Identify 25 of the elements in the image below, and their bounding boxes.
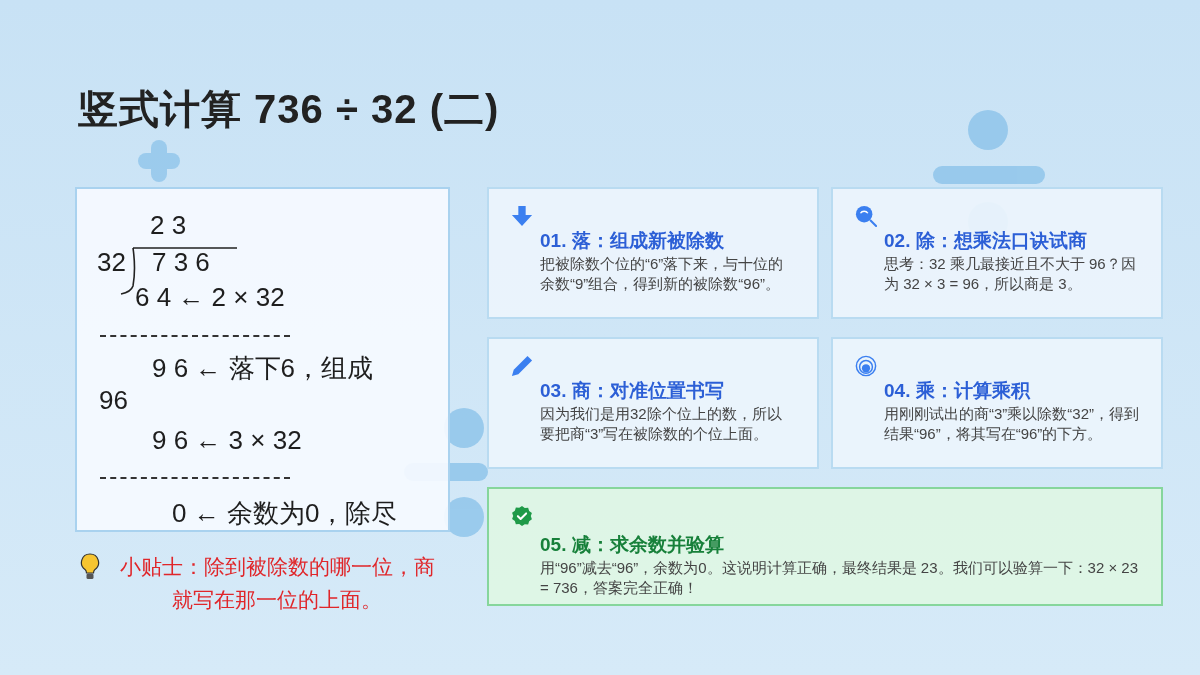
long-division-panel xyxy=(75,187,450,532)
step-card xyxy=(831,187,1163,319)
step-card xyxy=(487,187,819,319)
calculation-line: 0 ← 余数为0，除尽 xyxy=(172,497,398,529)
calculation-line: 6 4 ← 2 × 32 xyxy=(135,281,285,313)
calculation-line: 2 3 xyxy=(150,209,187,241)
card-body-text: 把被除数个位的“6”落下来，与十位的余数“9”组合，得到新的被除数“96”。 xyxy=(540,254,785,294)
calculation-line: 32 xyxy=(97,246,126,278)
calculation-line: 9 6 ← 3 × 32 xyxy=(152,424,302,456)
card-heading: 02. 除：想乘法口诀试商 xyxy=(884,229,1087,253)
card-body-text: 用刚刚试出的商“3”乘以除数“32”，得到结果“96”，将其写在“96”的下方。 xyxy=(884,404,1140,444)
card-body-text: 因为我们是用32除个位上的数，所以要把商“3”写在被除数的个位上面。 xyxy=(540,404,783,444)
card-heading: 03. 商：对准位置书写 xyxy=(540,379,724,403)
step-card xyxy=(487,487,1163,606)
card-heading: 04. 乘：计算乘积 xyxy=(884,379,1030,403)
card-body-text: 用“96”减去“96”，余数为0。这说明计算正确，最终结果是 23。我们可以验算一下：32 × 23 = 736，答案完全正确！ xyxy=(540,558,1139,598)
calculation-line: 9 6 ← 落下6，组成96 xyxy=(99,352,375,416)
step-card xyxy=(487,337,819,469)
card-body-text: 思考：32 乘几最接近且不大于 96？因为 32 × 3 = 96，所以商是 3。 xyxy=(884,254,1137,294)
tip-text: 小贴士：除到被除数的哪一位，商就写在那一位的上面。 xyxy=(118,554,436,613)
card-heading: 01. 落：组成新被除数 xyxy=(540,229,724,253)
step-card xyxy=(831,337,1163,469)
title: 竖式计算 736 ÷ 32 (二) xyxy=(78,86,500,133)
card-heading: 05. 减：求余数并验算 xyxy=(540,533,724,557)
calculation-line: 7 3 6 xyxy=(152,246,210,278)
